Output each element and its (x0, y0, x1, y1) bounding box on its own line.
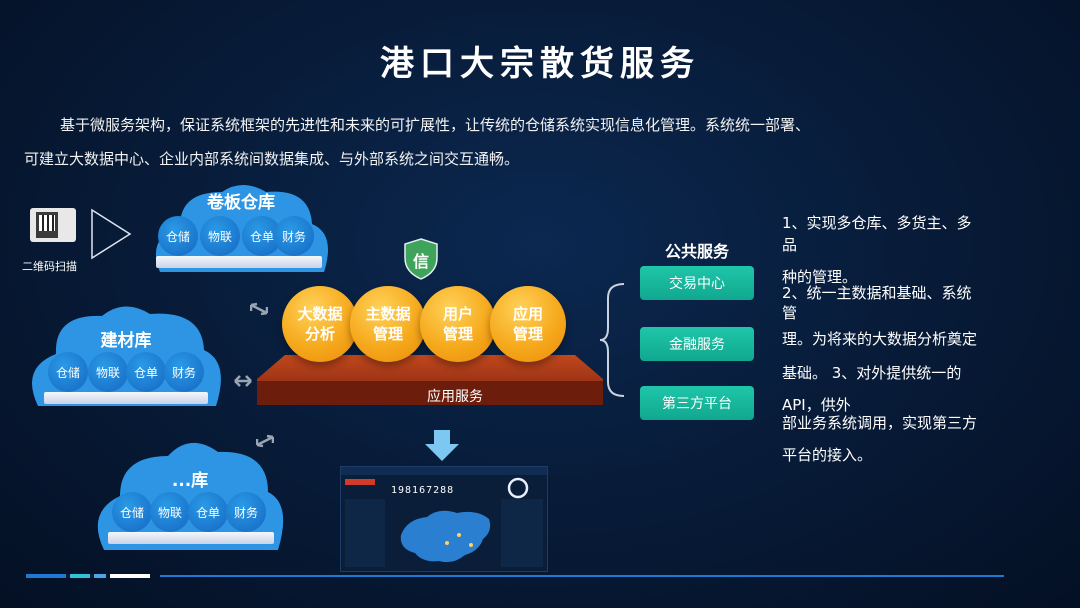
module-line: 应用 (512, 305, 543, 323)
module-line: 管理 (442, 325, 473, 343)
description-line: 种的管理。 (782, 268, 858, 286)
down-arrow-icon (425, 430, 459, 461)
application-platform (257, 355, 603, 405)
sync-arrow-icon (250, 302, 268, 316)
shelf-base (108, 532, 274, 544)
dashboard-counter: 198167288 (391, 485, 455, 496)
footer-line (160, 575, 1004, 577)
module-orb: 用户 管理 (420, 286, 496, 362)
service-bubble: 财务 (164, 352, 204, 392)
shield-label: 信 (412, 252, 429, 271)
dashboard-logo (345, 479, 375, 485)
module-orb: 大数据 分析 (282, 286, 358, 362)
brace-icon (599, 283, 625, 397)
description-line: 部业务系统调用，实现第三方 (782, 414, 978, 432)
service-bubble: 仓单 (126, 352, 166, 392)
warehouse-name: ...库 (171, 471, 209, 491)
service-bubble: 仓储 (112, 492, 152, 532)
module-line: 分析 (304, 325, 335, 343)
service-bubble: 财务 (274, 216, 314, 256)
footer-bar (70, 574, 90, 578)
dashboard-preview: 198167288 (340, 466, 548, 572)
module-orb: 主数据 管理 (350, 286, 426, 362)
platform-label: 应用服务 (427, 389, 483, 405)
description-line: 1、实现多仓库、多货主、多 (782, 214, 972, 232)
shelf-base (44, 392, 208, 404)
shelf-base (156, 256, 322, 268)
service-button-third-party[interactable]: 第三方平台 (640, 386, 754, 420)
warehouse-cloud: 卷板仓库 仓储 物联 仓单 财务 (150, 178, 332, 282)
footer-bar (94, 574, 106, 578)
page-title: 港口大宗散货服务 (380, 44, 700, 84)
service-bubble: 物联 (88, 352, 128, 392)
footer-bar (110, 574, 150, 578)
module-line: 主数据 (365, 305, 411, 323)
description-line: 平台的接入。 (782, 446, 873, 464)
description-line: 品 (782, 236, 798, 254)
public-services-title: 公共服务 (664, 242, 729, 261)
warehouse-cloud: 建材库 仓储 物联 仓单 财务 (26, 298, 226, 418)
service-bubble: 仓单 (188, 492, 228, 532)
service-bubble: 物联 (200, 216, 240, 256)
intro-line-1: 基于微服务架构，保证系统框架的先进性和未来的可扩展性，让传统的仓储系统实现信息化… (60, 116, 811, 134)
trust-shield-icon (404, 238, 438, 280)
service-button-trading[interactable]: 交易中心 (640, 266, 754, 300)
service-bubble: 仓储 (48, 352, 88, 392)
china-map-icon (400, 510, 491, 563)
gauge-icon (507, 477, 529, 499)
module-line: 用户 (442, 305, 473, 323)
service-bubble: 仓储 (158, 216, 198, 256)
warehouse-cloud: ...库 仓储 物联 仓单 财务 (92, 432, 288, 562)
description-line: 基础。 3、对外提供统一的 (782, 364, 962, 382)
module-orb: 应用 管理 (490, 286, 566, 362)
intro-line-2: 可建立大数据中心、企业内部系统间数据集成、与外部系统之间交互通畅。 (24, 150, 520, 168)
service-bubble: 物联 (150, 492, 190, 532)
service-button-finance[interactable]: 金融服务 (640, 327, 754, 361)
footer-bar (26, 574, 66, 578)
warehouse-name: 卷板仓库 (207, 193, 275, 213)
description-line: 理。为将来的大数据分析奠定 (782, 330, 978, 348)
scan-arrow-icon (91, 208, 132, 260)
qr-scanner-icon (30, 208, 76, 242)
module-line: 大数据 (297, 305, 343, 323)
description-line: 管 (782, 304, 798, 322)
scanner-label: 二维码扫描 (22, 260, 77, 273)
sync-arrow-icon (234, 375, 252, 387)
description-line: 2、统一主数据和基础、系统 (782, 284, 972, 302)
module-line: 管理 (372, 325, 403, 343)
warehouse-name: 建材库 (100, 331, 152, 351)
sync-arrow-icon (256, 434, 274, 448)
description-line: API，供外 (782, 396, 851, 414)
service-bubble: 财务 (226, 492, 266, 532)
module-line: 管理 (512, 325, 543, 343)
